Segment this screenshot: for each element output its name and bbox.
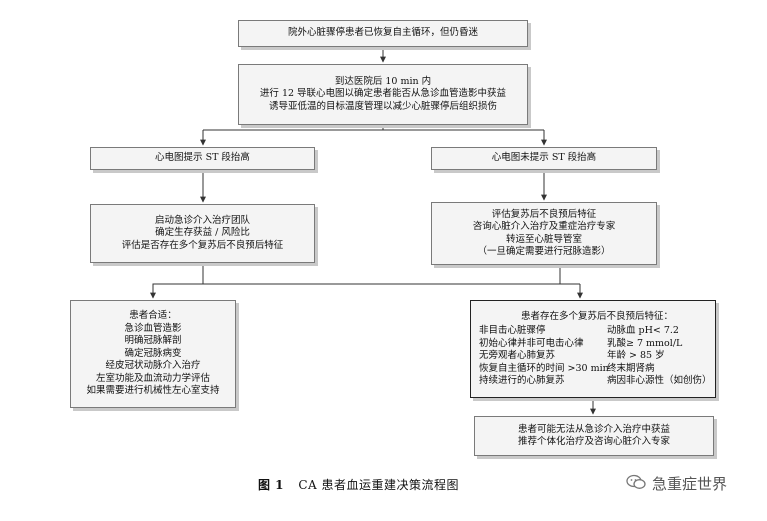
suitable-item-4: 经皮冠状动脉介入治疗 bbox=[105, 360, 201, 372]
st-action-1: 启动急诊介入治疗团队 bbox=[154, 214, 250, 226]
adverse-feature: 病因非心源性（如创伤） bbox=[607, 375, 712, 386]
adverse-row: 无旁观者心肺复苏 年龄 > 85 岁 bbox=[479, 350, 717, 363]
adverse-feature: 无旁观者心肺复苏 bbox=[479, 350, 556, 361]
wechat-icon bbox=[626, 474, 646, 494]
adverse-feature: 乳酸≥ 7 mmol/L bbox=[607, 337, 683, 349]
st-action-2: 确定生存获益 / 风险比 bbox=[155, 227, 250, 239]
arrow-actions-to-suitable bbox=[150, 263, 204, 299]
arrival-line-2: 进行 12 导联心电图以确定患者能否从急诊血管造影中获益 bbox=[259, 88, 507, 100]
suitable-item-6: 如果需要进行机械性左心室支持 bbox=[86, 385, 220, 397]
arrival-box: 到达医院后 10 min 内 进行 12 导联心电图以确定患者能否从急诊血管造影… bbox=[238, 64, 528, 125]
outcome-line-1: 患者可能无法从急诊介入治疗中获益 bbox=[517, 423, 670, 435]
no-st-actions-box: 评估复苏后不良预后特征 咨询心脏介入治疗及重症治疗专家 转运至心脏导管室 （一旦… bbox=[431, 202, 657, 265]
adverse-row: 持续进行的心肺复苏 病因非心源性（如创伤） bbox=[479, 375, 717, 388]
outcome-line-2: 推荐个体化治疗及咨询心脏介入专家 bbox=[517, 436, 670, 447]
suitable-title: 患者合适： bbox=[129, 310, 177, 322]
adverse-row: 初始心律并非可电击心律 乳酸≥ 7 mmol/L bbox=[479, 338, 717, 351]
adverse-feature: 年龄 > 85 岁 bbox=[607, 350, 665, 361]
adverse-row: 恢复自主循环的时间 >30 min 终末期肾病 bbox=[479, 363, 717, 376]
no-st-action-1: 评估复苏后不良预后特征 bbox=[491, 208, 597, 220]
suitable-box: 患者合适： 急诊血管造影 明确冠脉解剖 确定冠脉病变 经皮冠状动脉介入治疗 左室… bbox=[70, 300, 236, 408]
st-actions-box: 启动急诊介入治疗团队 确定生存获益 / 风险比 评估是否存在多个复苏后不良预后特… bbox=[90, 204, 315, 263]
watermark-text: 急重症世界 bbox=[652, 475, 728, 493]
adverse-feature: 动脉血 pH< 7.2 bbox=[607, 325, 679, 336]
start-text: 院外心脏骤停患者已恢复自主循环，但仍昏迷 bbox=[287, 27, 478, 39]
arrival-line-3: 诱导亚低温的目标温度管理以减少心脏骤停后组织损伤 bbox=[268, 100, 497, 112]
suitable-item-5: 左室功能及血流动力学评估 bbox=[95, 372, 210, 384]
start-box: 院外心脏骤停患者已恢复自主循环，但仍昏迷 bbox=[238, 20, 528, 47]
adverse-row: 非目击心脏骤停 动脉血 pH< 7.2 bbox=[479, 325, 717, 338]
adverse-title: 患者存在多个复苏后不良预后特征： bbox=[520, 310, 673, 322]
outcome-box: 患者可能无法从急诊介入治疗中获益 推荐个体化治疗及咨询心脏介入专家 bbox=[474, 416, 714, 456]
st-elevation-label: 心电图提示 ST 段抬高 bbox=[155, 152, 250, 164]
no-st-action-3: 转运至心脏导管室 bbox=[505, 233, 582, 245]
st-action-3: 评估是否存在多个复苏后不良预后特征 bbox=[121, 239, 284, 251]
arrival-line-1: 到达医院后 10 min 内 bbox=[334, 75, 432, 87]
watermark: 急重症世界 bbox=[626, 473, 727, 494]
adverse-feature: 终末期肾病 bbox=[607, 362, 655, 374]
no-st-elevation-box: 心电图未提示 ST 段抬高 bbox=[431, 147, 657, 170]
no-st-elevation-label: 心电图未提示 ST 段抬高 bbox=[491, 152, 597, 164]
no-st-action-4: （一旦确定需要进行冠脉造影） bbox=[477, 246, 611, 257]
suitable-item-3: 确定冠脉病变 bbox=[124, 347, 182, 359]
adverse-feature: 持续进行的心肺复苏 bbox=[479, 375, 565, 386]
st-elevation-box: 心电图提示 ST 段抬高 bbox=[90, 147, 315, 170]
figure-number: 图 1 bbox=[258, 478, 285, 492]
no-st-action-2: 咨询心脏介入治疗及重症治疗专家 bbox=[472, 221, 616, 232]
figure-caption: 图 1 CA 患者血运重建决策流程图 bbox=[258, 476, 459, 493]
adverse-feature: 初始心律并非可电击心律 bbox=[479, 337, 584, 349]
adverse-feature: 非目击心脏骤停 bbox=[479, 325, 546, 336]
suitable-item-1: 急诊血管造影 bbox=[124, 322, 182, 334]
figure-title: CA 患者血运重建决策流程图 bbox=[298, 478, 460, 492]
adverse-features-box: 患者存在多个复苏后不良预后特征： 非目击心脏骤停 动脉血 pH< 7.2 初始心… bbox=[470, 300, 716, 398]
adverse-feature: 恢复自主循环的时间 >30 min bbox=[479, 362, 609, 374]
suitable-item-2: 明确冠脉解剖 bbox=[124, 335, 182, 347]
